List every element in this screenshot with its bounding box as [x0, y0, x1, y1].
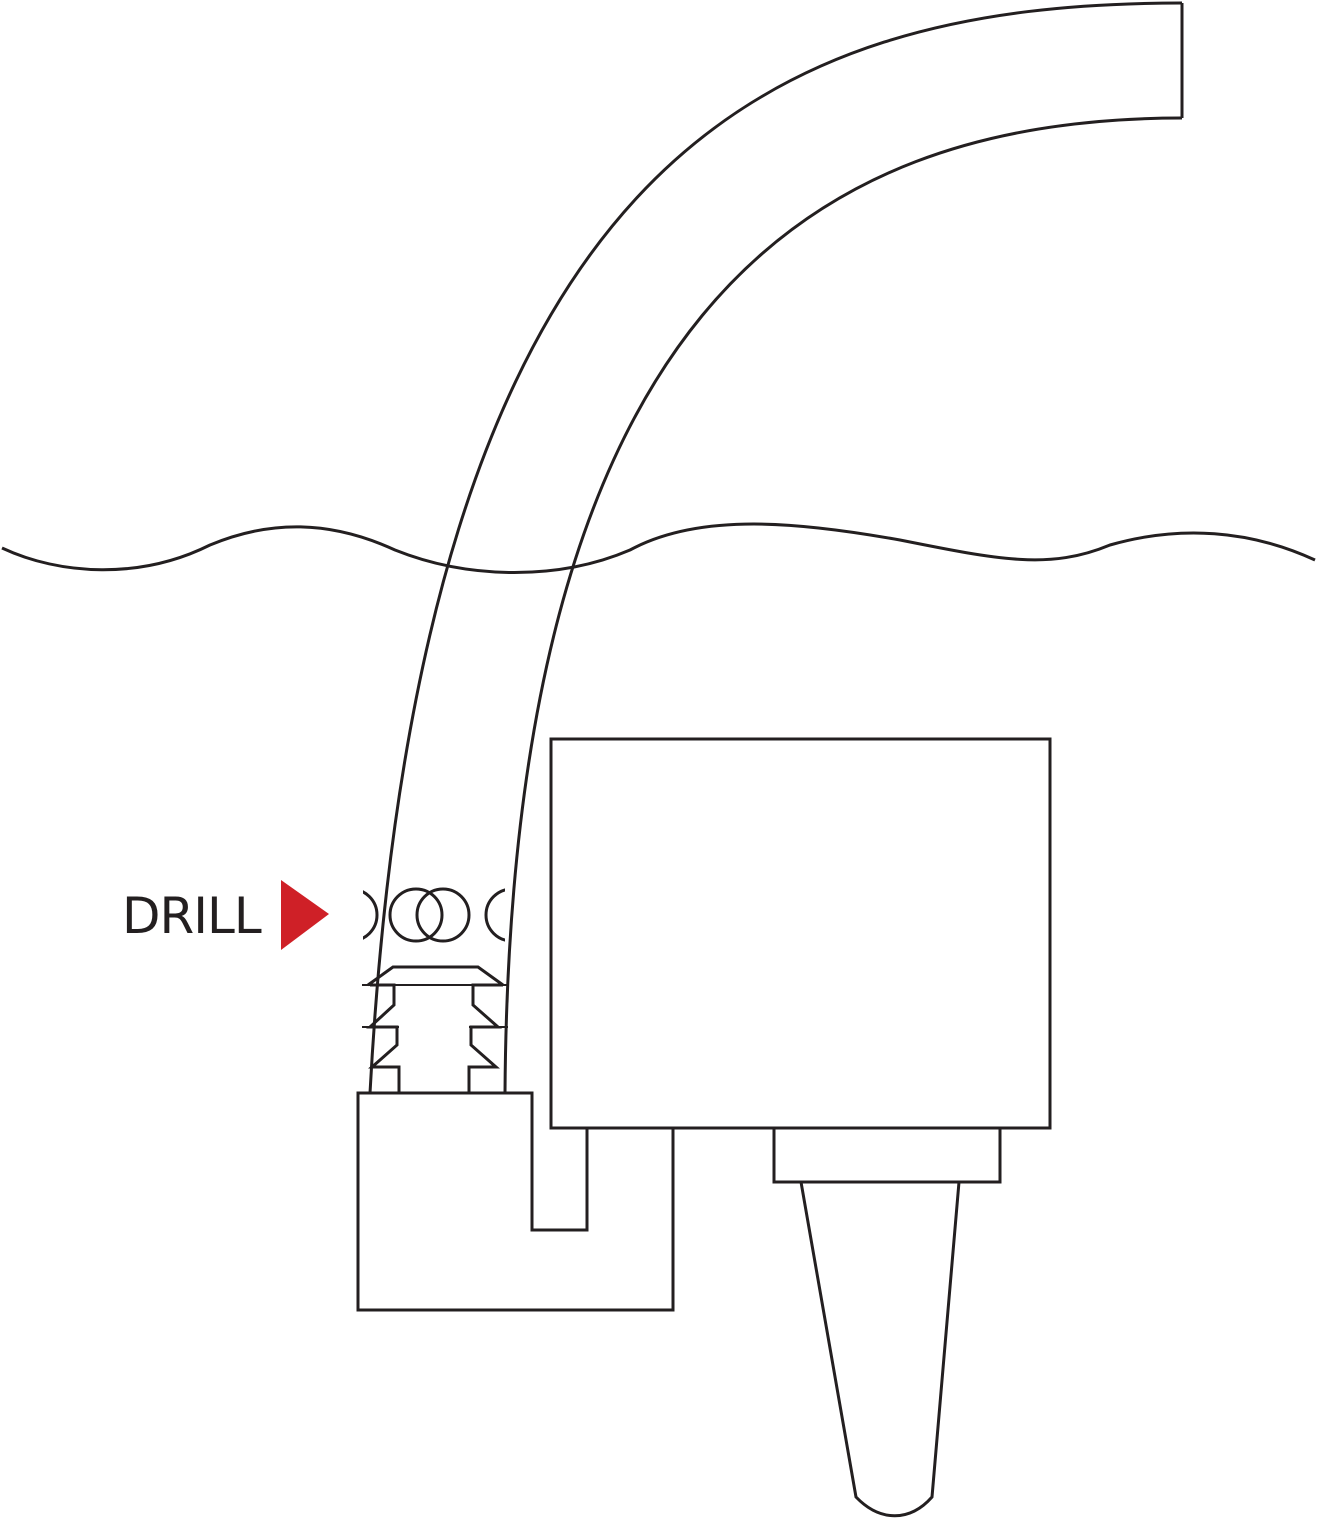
surface-line [1, 522, 1316, 574]
drill-bit-left [363, 887, 379, 943]
drill-label: DRILL [122, 887, 262, 945]
rig-connector-plate [772, 1126, 1002, 1184]
drill-bit-right [484, 887, 505, 943]
rig-body [549, 737, 1052, 1130]
triangle-right-icon [281, 880, 329, 950]
coupling-top-cap [367, 965, 504, 987]
casing-inner-wall [503, 116, 1183, 1094]
rig-tapered-nozzle [799, 1180, 961, 1518]
drill-callout: DRILL [122, 880, 329, 950]
drill-bit-center-b [415, 887, 471, 943]
curved-casing [368, 1, 1184, 1094]
coupling-right-thread [467, 983, 503, 1093]
casing-outer-wall [368, 1, 1183, 1094]
drill-bit-center-a [388, 887, 444, 943]
threaded-coupling [362, 965, 508, 1093]
drill-bits [363, 887, 505, 943]
base-clamp-block [356, 1091, 675, 1312]
